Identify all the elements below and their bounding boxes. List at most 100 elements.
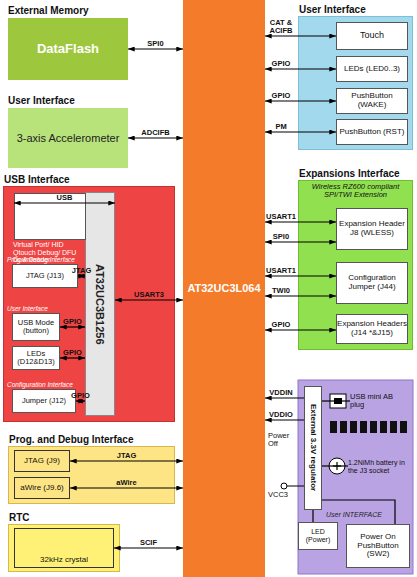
plug-body	[330, 394, 346, 408]
regulator-box: External 3.3V regulator	[304, 386, 322, 510]
pin	[360, 421, 367, 433]
node-text: USB mini AB plug	[350, 393, 408, 410]
node-text: JTAG (J13)	[26, 272, 64, 280]
heading-text: Configuration Interface	[7, 381, 73, 388]
signal-label: GPIO	[272, 321, 291, 329]
signal-label: GPIO	[272, 60, 291, 68]
node-text: aWire (J9.6)	[20, 484, 64, 493]
node-text: DataFlash	[37, 42, 99, 56]
node-text: 3-axis Accelerometer	[17, 132, 120, 144]
process-box: Expansion Header J8 (WLESS)	[336, 208, 408, 250]
process-box: PushButton (WAKE)	[336, 88, 408, 114]
pin	[350, 421, 357, 433]
connector-line	[265, 241, 336, 242]
node-text: Power On PushButton (SW2)	[347, 533, 409, 559]
signal-label: USB	[57, 194, 73, 202]
vcc3-wire	[287, 486, 304, 487]
heading-text: External Memory	[8, 5, 89, 16]
process-box: Power On PushButton (SW2)	[346, 524, 410, 568]
node-text: Wireless RZ600 compliant SPI/TWI Extensi…	[299, 183, 412, 200]
node-text: Jumper (J12)	[22, 397, 66, 405]
node-text: USB Mode (button)	[13, 319, 59, 336]
pin	[400, 421, 407, 433]
terminal-circle	[281, 483, 287, 489]
signal-label: GPIO	[272, 92, 291, 100]
sensor-box: User Interface3-axis Accelerometer	[8, 108, 128, 168]
signal-label: aWire	[116, 479, 136, 487]
pin	[390, 421, 397, 433]
process-box: User InterfaceUSB Mode (button)	[12, 313, 60, 341]
connector-line	[322, 400, 350, 401]
node-text: Expansion Headers (J14 *&J15)	[337, 320, 407, 338]
signal-label: SPI0	[147, 40, 163, 48]
signal-label: GPIO	[71, 392, 90, 400]
connector-box: JTAG (J9)	[14, 450, 70, 472]
pin	[330, 421, 337, 433]
signal-label: GPIO	[63, 318, 82, 326]
interface-panel: User InterfaceTouchLEDs (LED0..3)PushBut…	[298, 16, 413, 150]
connector-line	[128, 137, 183, 138]
node-text: Configuration Jumper (J44)	[337, 274, 407, 292]
connector-line	[128, 48, 183, 49]
battery-symbol	[329, 458, 345, 474]
node-text: Expansion Header J8 (WLESS)	[337, 220, 407, 238]
pin	[380, 421, 387, 433]
process-box: Prog.& Debug InterfaceJTAG (J13)	[12, 264, 78, 288]
plus-sign	[336, 462, 337, 470]
crystal-box: 32kHz crystal	[14, 528, 114, 568]
connector-line	[265, 419, 304, 420]
pin	[340, 421, 347, 433]
node-text: LEDs (LED0..3)	[344, 65, 400, 74]
node-text: JTAG (J9)	[24, 457, 60, 466]
usb-box: Virtual Port/ HID Qtouch Debug/ DFU Down…	[14, 193, 86, 240]
connector-line	[265, 221, 336, 222]
connector-line	[70, 487, 183, 488]
connector-line	[265, 397, 304, 398]
connector-line	[78, 275, 85, 276]
node-text: PushButton (WAKE)	[337, 92, 407, 110]
vcc3-terminal	[281, 483, 304, 489]
signal-label: SPI0	[273, 233, 289, 241]
process-box: Touch	[336, 22, 408, 50]
connector-line	[265, 100, 336, 101]
node-text: PushButton (RST)	[340, 128, 405, 137]
note-label: User INTERFACE	[326, 511, 396, 519]
debug-panel: Prog. and Debug InterfaceJTAG (J9)aWire …	[8, 446, 175, 504]
heading-text: Prog. and Debug Interface	[9, 434, 133, 445]
heading-text: User Interface	[7, 305, 48, 312]
note-label: VCC3	[268, 491, 298, 499]
battery-text-box: 1.2NiMh battery in the J3 socket	[348, 452, 410, 482]
signal-label: PM	[275, 123, 286, 131]
process-box: Configuration Jumper (J44)	[336, 262, 408, 304]
signal-label: SCIF	[140, 539, 157, 547]
signal-label: USART1	[266, 267, 296, 275]
connector-line	[322, 465, 348, 466]
node-text: AT32UC3L064	[187, 282, 260, 294]
signal-label: JTAG	[117, 452, 136, 460]
battery-circle	[329, 458, 345, 474]
heading-text: User Interface	[299, 4, 366, 15]
rtc-panel: RTC32kHz crystal	[8, 524, 120, 572]
connector-line	[76, 400, 85, 401]
process-box: LEDs (D12&D13)	[12, 346, 60, 370]
connector-line	[265, 35, 336, 36]
connector-line	[14, 202, 115, 203]
signal-label: TWI0	[272, 287, 290, 295]
heading-text: Expansions Interface	[299, 168, 400, 179]
connector-line	[114, 547, 183, 548]
process-box: PushButton (RST)	[336, 119, 408, 145]
connector-line	[322, 500, 395, 524]
connector-box: aWire (J9.6)	[14, 477, 70, 499]
connector-line	[312, 510, 313, 522]
signal-label: USART1	[266, 213, 296, 221]
node-text: LED (Power)	[299, 528, 337, 543]
connector-line	[265, 295, 336, 296]
process-box: LEDs (LED0..3)	[336, 56, 408, 82]
plug-text-box: USB mini AB plug	[350, 388, 408, 414]
chip-box: AT32UC3B1256	[85, 192, 115, 416]
expansion-panel: Expansions InterfaceWireless RZ600 compl…	[298, 180, 413, 350]
connector-line	[60, 357, 85, 358]
usb-panel: USB InterfaceAT32UC3B1256Virtual Port/ H…	[3, 186, 175, 422]
signal-label: VDDIO	[269, 411, 293, 419]
connector-line	[60, 326, 85, 327]
